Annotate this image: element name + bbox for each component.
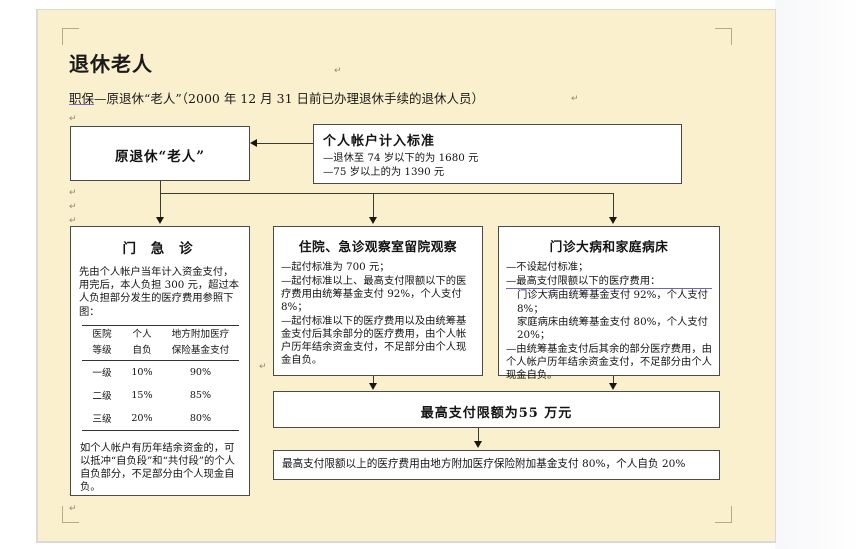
node-outpatient-note: 如个人帐户有历年结余资金的，可以抵冲“自负段”和“共付段”的个人自负部分，不足部… <box>80 441 235 494</box>
paragraph-mark: ↵ <box>69 215 77 225</box>
page-subtitle-emphasis: 职保 <box>69 91 95 106</box>
paragraph-mark: ↵ <box>69 113 77 123</box>
cell-fund: 90% <box>189 366 212 378</box>
node-inpatient-line: —起付标准以上、最高支付限额以下的医疗费用由统筹基金支付 92%，个人支付 8%… <box>281 274 467 314</box>
table-body: 一级 10% 90% 二级 15% 85% 三级 20% 80% <box>82 360 239 431</box>
page-subtitle: 职保—原退休“老人”（2000 年 12 月 31 日前已办理退休手续的退休人员… <box>69 88 484 107</box>
node-retiree[interactable]: 原退休“老人” <box>70 126 250 181</box>
node-account-line: —退休至 74 岁以下的为 1680 元 <box>323 152 479 164</box>
arrow-down-icon <box>156 217 164 224</box>
edge-branch-majordisease <box>613 193 614 218</box>
col-header-hospital-level-l2: 等级 <box>82 342 122 361</box>
arrow-down-icon <box>474 441 482 448</box>
node-inpatient-line: —起付标准以下的医疗费用以及由统筹基金支付后其余部分的医疗费用，由个人帐户历年结… <box>281 314 467 367</box>
paragraph-mark: ↵ <box>571 93 579 103</box>
col-header-fund-l1: 地方附加医疗 <box>162 324 239 343</box>
col-header-personal-l2: 自负 <box>122 342 162 361</box>
margin-mark-bottom-left <box>62 506 79 523</box>
margin-mark-top-left <box>62 28 79 45</box>
paragraph-mark: ↵ <box>69 503 77 513</box>
cell-personal: 10% <box>131 366 153 378</box>
cell-personal: 20% <box>122 406 162 431</box>
page-subtitle-rest: —原退休“老人”（2000 年 12 月 31 日前已办理退休手续的退休人员） <box>94 91 485 106</box>
arrow-left-icon <box>250 139 257 147</box>
page-title: 退休老人 <box>69 52 153 76</box>
edge-branch-bus <box>160 193 614 194</box>
node-personal-account-standard[interactable]: 个人帐户计入标准 —退休至 74 岁以下的为 1680 元 —75 岁以上的为 … <box>313 124 682 184</box>
paragraph-mark: ↵ <box>334 65 342 75</box>
table-row: 二级 15% 85% <box>82 384 239 407</box>
cell-level: 二级 <box>92 391 112 403</box>
viewer-right-gutter <box>775 0 858 549</box>
outpatient-rate-table: 医院 个人 地方附加医疗 等级 自负 保险基金支付 一级 10% 90% <box>82 324 239 431</box>
node-above-cap-rule[interactable]: 最高支付限额以上的医疗费用由地方附加医疗保险附加基金支付 80%，个人自负 20… <box>273 450 720 480</box>
node-major-disease-home-bed[interactable]: 门诊大病和家庭病床 —不设起付标准； —最高支付限额以下的医疗费用： 门诊大病由… <box>498 226 720 381</box>
col-header-fund-l2: 保险基金支付 <box>162 342 239 361</box>
node-maximum-payment-cap[interactable]: 最高支付限额为55 万元 <box>273 391 720 428</box>
node-inpatient-line: —起付标准为 700 元； <box>281 261 390 273</box>
arrow-down-icon <box>369 217 377 224</box>
arrow-down-icon <box>609 383 617 390</box>
margin-mark-top-right <box>715 28 732 45</box>
node-inpatient-body: —起付标准为 700 元； —起付标准以上、最高支付限额以下的医疗费用由统筹基金… <box>281 261 475 367</box>
table-head: 医院 个人 地方附加医疗 等级 自负 保险基金支付 <box>82 324 239 361</box>
edge-branch-outpatient <box>160 193 161 218</box>
paragraph-mark: ↵ <box>69 201 77 211</box>
node-major-disease-line: 门诊大病由统筹基金支付 92%，个人支付 8%； <box>517 289 708 315</box>
edge-account-to-retiree <box>257 143 313 144</box>
node-major-disease-line: —最高支付限额以下的医疗费用： <box>506 275 712 289</box>
node-account-title: 个人帐户计入标准 <box>323 134 436 149</box>
cell-level: 一级 <box>92 368 112 380</box>
node-account-body: —退休至 74 岁以下的为 1680 元 —75 岁以上的为 1390 元 <box>323 152 672 179</box>
node-major-disease-line: —由统筹基金支付后其余的部分医疗费用，由个人帐户历年结余资金支付，不足部分由个人… <box>506 343 712 382</box>
edge-retiree-stem <box>160 181 161 194</box>
cell-fund: 85% <box>189 389 212 401</box>
col-header-personal-l1: 个人 <box>122 324 162 343</box>
node-outpatient-intro: 先由个人帐户当年计入资金支付，用完后，本人负担 300 元，超过本人负担部分发生… <box>79 266 240 318</box>
node-outpatient-emergency[interactable]: 门 急 诊 先由个人帐户当年计入资金支付，用完后，本人负担 300 元，超过本人… <box>70 226 250 496</box>
document-page: 退休老人 职保—原退休“老人”（2000 年 12 月 31 日前已办理退休手续… <box>38 10 775 541</box>
margin-mark-bottom-right <box>715 506 732 523</box>
paragraph-mark: ↵ <box>259 361 267 371</box>
node-major-disease-line: —不设起付标准； <box>506 261 589 273</box>
arrow-down-icon <box>369 383 377 390</box>
table-header-row-1: 医院 个人 地方附加医疗 <box>82 324 239 343</box>
paragraph-mark: ↵ <box>69 187 77 197</box>
cell-personal: 15% <box>131 389 153 401</box>
edge-inpatient-to-cap <box>373 376 374 384</box>
node-inpatient-title: 住院、急诊观察室留院观察 <box>298 239 458 254</box>
arrow-down-icon <box>609 217 617 224</box>
table-row: 一级 10% 90% <box>82 360 239 384</box>
viewer-left-gutter <box>0 0 38 549</box>
edge-cap-to-above-cap <box>478 428 479 442</box>
node-above-cap-text: 最高支付限额以上的医疗费用由地方附加医疗保险附加基金支付 80%，个人自负 20… <box>282 458 686 470</box>
node-inpatient-observation[interactable]: 住院、急诊观察室留院观察 —起付标准为 700 元； —起付标准以上、最高支付限… <box>273 226 483 376</box>
edge-branch-inpatient <box>373 193 374 218</box>
node-outpatient-title: 门 急 诊 <box>122 241 198 257</box>
table-row: 三级 20% 80% <box>82 406 239 431</box>
node-account-line: —75 岁以上的为 1390 元 <box>323 165 445 178</box>
node-major-disease-line: 家庭病床由统筹基金支付 80%，个人支付 20%； <box>517 316 708 342</box>
col-header-hospital-level-l1: 医院 <box>82 324 122 343</box>
node-major-disease-title: 门诊大病和家庭病床 <box>549 239 669 254</box>
node-major-disease-body: —不设起付标准； —最高支付限额以下的医疗费用： 门诊大病由统筹基金支付 92%… <box>506 261 712 383</box>
cell-fund: 80% <box>162 406 239 431</box>
edge-majordisease-to-cap <box>613 376 614 384</box>
node-retiree-title: 原退休“老人” <box>114 149 206 165</box>
table-header-row-2: 等级 自负 保险基金支付 <box>82 342 239 361</box>
node-cap-title: 最高支付限额为55 万元 <box>420 406 573 421</box>
cell-level: 三级 <box>82 406 122 431</box>
